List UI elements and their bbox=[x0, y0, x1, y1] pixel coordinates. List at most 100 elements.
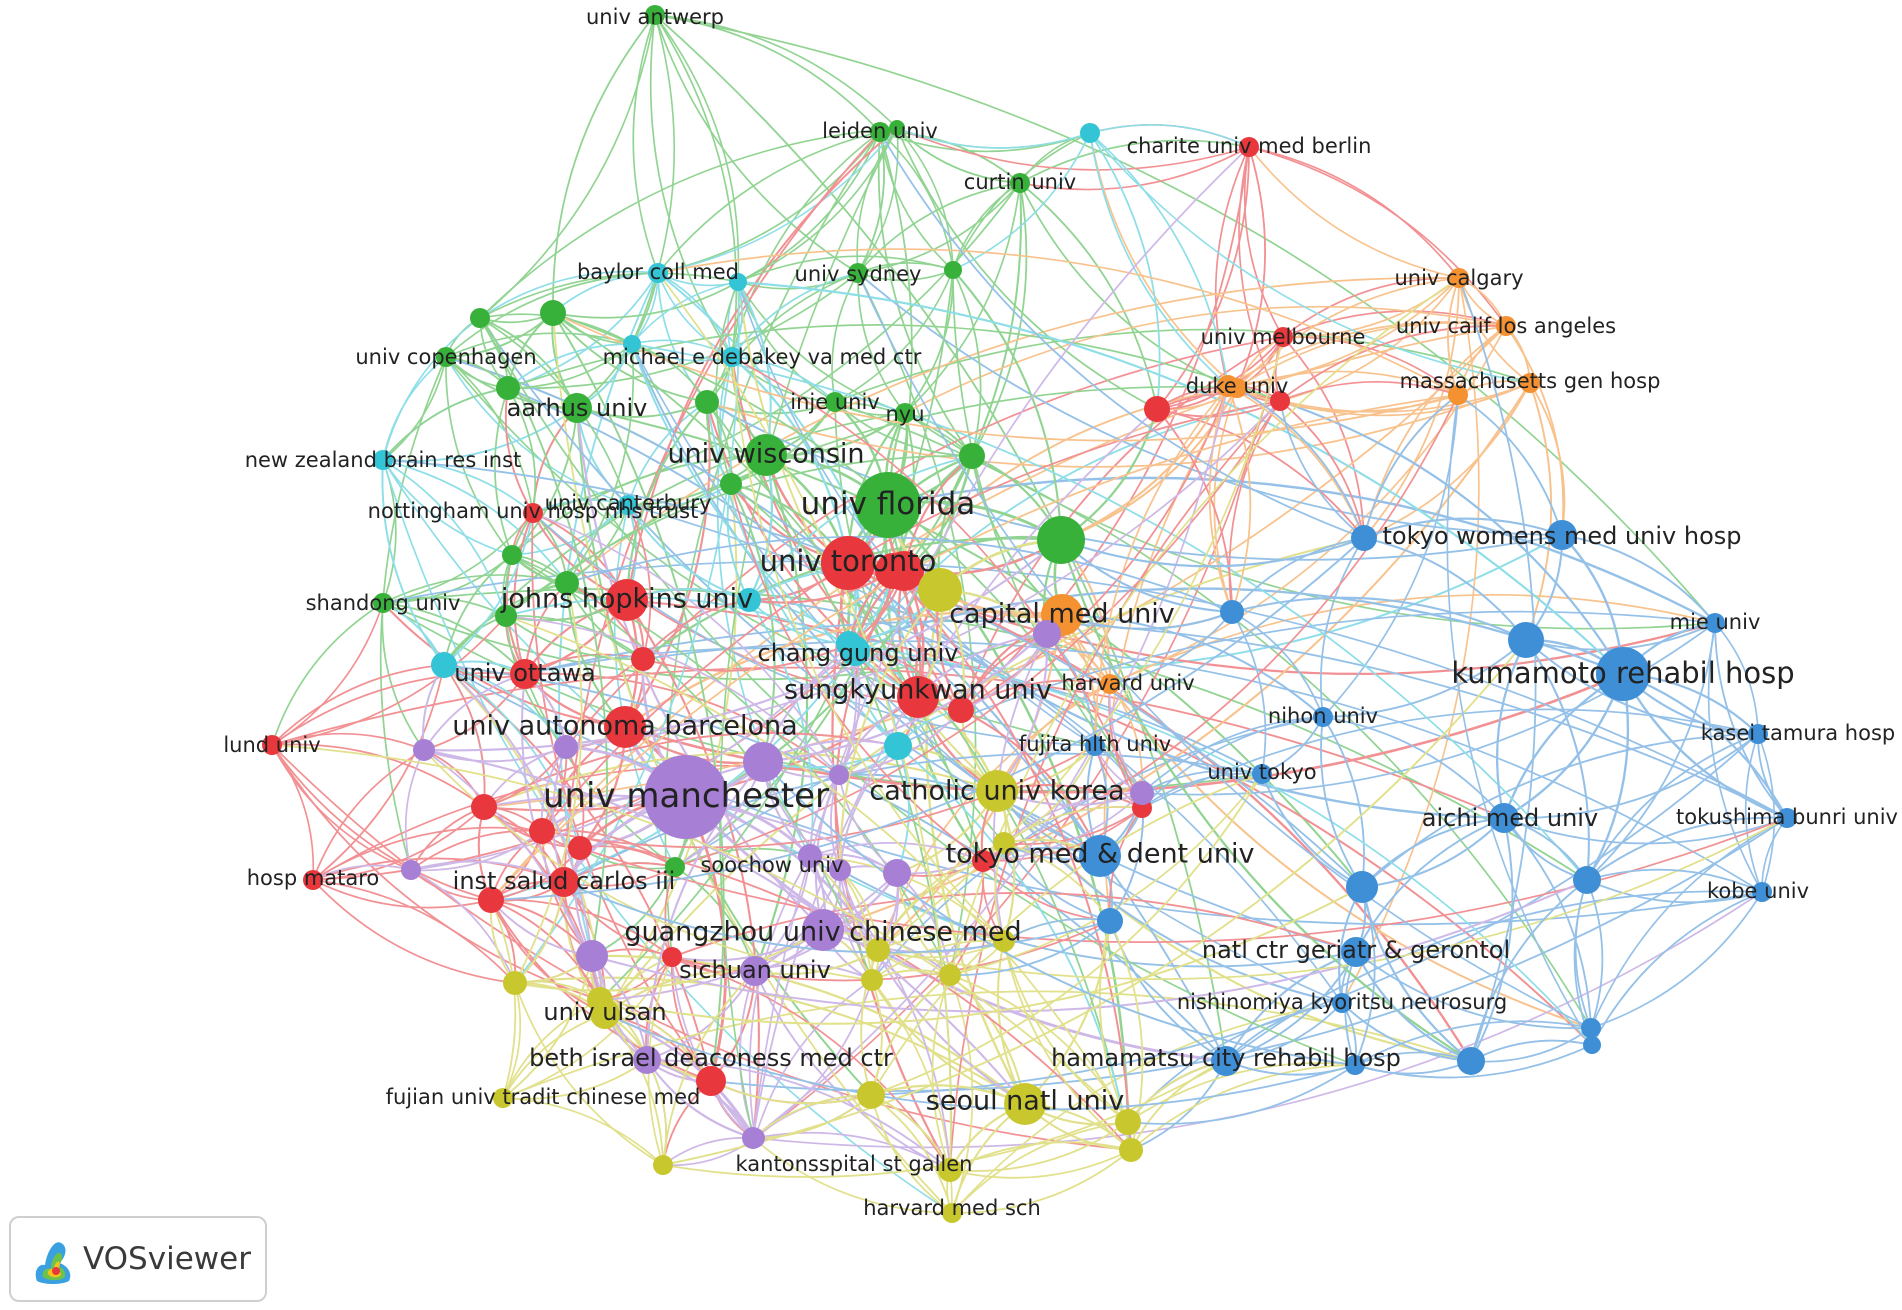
network-node-unlabeled[interactable] bbox=[470, 308, 490, 328]
network-node[interactable] bbox=[1211, 1046, 1241, 1076]
network-node-unlabeled[interactable] bbox=[861, 969, 883, 991]
network-node[interactable] bbox=[1239, 137, 1259, 157]
network-node-unlabeled[interactable] bbox=[743, 742, 783, 782]
node-label[interactable]: shandong univ bbox=[306, 591, 461, 615]
node-label[interactable]: johns hopkins univ bbox=[500, 584, 753, 615]
node-label[interactable]: univ sydney bbox=[795, 262, 922, 286]
node-label[interactable]: univ florida bbox=[801, 486, 976, 522]
node-label[interactable]: tokushima bunri univ bbox=[1676, 805, 1898, 829]
network-node[interactable] bbox=[740, 956, 770, 986]
network-node-unlabeled[interactable] bbox=[959, 443, 985, 469]
network-node-unlabeled[interactable] bbox=[503, 971, 527, 995]
network-node[interactable] bbox=[1085, 736, 1105, 756]
network-node[interactable] bbox=[665, 857, 685, 877]
node-label[interactable]: tokyo med & dent univ bbox=[946, 839, 1255, 870]
network-node-unlabeled[interactable] bbox=[918, 568, 962, 612]
network-node-unlabeled[interactable] bbox=[653, 1155, 673, 1175]
network-node-unlabeled[interactable] bbox=[1220, 600, 1244, 624]
network-node-unlabeled[interactable] bbox=[502, 545, 522, 565]
network-node-unlabeled[interactable] bbox=[737, 588, 761, 612]
network-node-unlabeled[interactable] bbox=[1037, 516, 1085, 564]
network-node-unlabeled[interactable] bbox=[1351, 525, 1377, 551]
node-label[interactable]: univ calif los angeles bbox=[1396, 314, 1616, 338]
node-label[interactable]: tokyo womens med univ hosp bbox=[1382, 522, 1741, 550]
network-node-unlabeled[interactable] bbox=[829, 859, 851, 881]
network-node-unlabeled[interactable] bbox=[1508, 622, 1544, 658]
network-node-unlabeled[interactable] bbox=[1130, 781, 1154, 805]
network-node-unlabeled[interactable] bbox=[555, 571, 579, 595]
node-label[interactable]: curtin univ bbox=[964, 170, 1076, 194]
node-label[interactable]: catholic univ korea bbox=[869, 776, 1124, 807]
network-node[interactable] bbox=[1520, 373, 1540, 393]
network-node[interactable] bbox=[897, 676, 939, 718]
node-label[interactable]: univ autonoma barcelona bbox=[452, 711, 797, 742]
network-node-unlabeled[interactable] bbox=[662, 947, 682, 967]
network-node-unlabeled[interactable] bbox=[633, 1046, 661, 1074]
node-label[interactable]: univ toronto bbox=[760, 544, 937, 578]
node-label[interactable]: natl ctr geriatr & gerontol bbox=[1202, 936, 1510, 964]
network-node[interactable] bbox=[606, 579, 648, 621]
network-node-unlabeled[interactable] bbox=[889, 120, 905, 136]
network-node[interactable] bbox=[1449, 268, 1469, 288]
network-node-unlabeled[interactable] bbox=[431, 652, 457, 678]
network-node[interactable] bbox=[303, 870, 323, 890]
network-node-unlabeled[interactable] bbox=[1346, 871, 1378, 903]
node-label[interactable]: nihon univ bbox=[1268, 704, 1378, 728]
network-node-unlabeled[interactable] bbox=[884, 551, 924, 591]
node-label[interactable]: leiden univ bbox=[822, 119, 938, 143]
network-node-unlabeled[interactable] bbox=[836, 631, 862, 657]
network-node[interactable] bbox=[436, 347, 456, 367]
network-node[interactable] bbox=[373, 450, 393, 470]
network-node[interactable] bbox=[645, 5, 665, 25]
node-label[interactable]: nyu bbox=[885, 402, 924, 426]
node-label[interactable]: harvard univ bbox=[1061, 671, 1194, 695]
network-node[interactable] bbox=[870, 122, 890, 142]
network-node[interactable] bbox=[1777, 808, 1797, 828]
network-node-unlabeled[interactable] bbox=[1080, 123, 1100, 143]
node-label[interactable]: michael e debakey va med ctr bbox=[603, 345, 922, 369]
network-node-unlabeled[interactable] bbox=[1583, 1036, 1601, 1054]
node-label[interactable]: univ manchester bbox=[543, 776, 829, 816]
network-node-unlabeled[interactable] bbox=[972, 850, 994, 872]
node-label[interactable]: kumamoto rehabil hosp bbox=[1451, 656, 1794, 690]
network-node[interactable] bbox=[510, 659, 540, 689]
network-node[interactable] bbox=[1100, 674, 1120, 694]
network-node[interactable] bbox=[855, 472, 921, 538]
network-node[interactable] bbox=[1341, 937, 1371, 967]
network-node[interactable] bbox=[1273, 327, 1293, 347]
network-node[interactable] bbox=[562, 393, 592, 423]
network-node-unlabeled[interactable] bbox=[729, 273, 747, 291]
network-node-unlabeled[interactable] bbox=[587, 987, 613, 1013]
node-label[interactable]: sungkyunkwan univ bbox=[784, 675, 1052, 706]
node-label[interactable]: nottingham univ hosp nhs trust bbox=[368, 499, 699, 523]
network-node[interactable] bbox=[1489, 803, 1519, 833]
node-label[interactable]: univ ulsan bbox=[543, 998, 666, 1026]
network-node[interactable] bbox=[942, 1203, 962, 1223]
network-node-unlabeled[interactable] bbox=[631, 647, 655, 671]
network-node[interactable] bbox=[1004, 1083, 1046, 1125]
node-label[interactable]: mie univ bbox=[1670, 610, 1761, 634]
network-node-unlabeled[interactable] bbox=[1581, 1018, 1601, 1038]
node-label[interactable]: beth israel deaconess med ctr bbox=[529, 1044, 893, 1072]
node-label[interactable]: aichi med univ bbox=[1422, 804, 1598, 832]
network-node[interactable] bbox=[1748, 724, 1768, 744]
node-label[interactable]: aarhus univ bbox=[507, 394, 648, 422]
node-label[interactable]: kobe univ bbox=[1707, 879, 1809, 903]
node-label[interactable]: univ canterbury bbox=[545, 491, 712, 515]
network-node-unlabeled[interactable] bbox=[1033, 620, 1061, 648]
network-node[interactable] bbox=[1752, 882, 1772, 902]
vosviewer-badge[interactable]: VOSviewer bbox=[9, 1216, 267, 1302]
network-node-unlabeled[interactable] bbox=[495, 605, 517, 627]
node-label[interactable]: univ antwerp bbox=[586, 5, 724, 29]
node-label[interactable]: univ ottawa bbox=[454, 659, 595, 687]
network-node[interactable] bbox=[696, 1066, 726, 1096]
network-node-unlabeled[interactable] bbox=[568, 836, 592, 860]
network-node[interactable] bbox=[262, 735, 282, 755]
node-label[interactable]: univ calgary bbox=[1394, 266, 1523, 290]
node-label[interactable]: duke univ bbox=[1186, 374, 1289, 398]
network-node[interactable] bbox=[373, 593, 393, 613]
node-label[interactable]: kasei tamura hosp bbox=[1701, 721, 1896, 745]
network-node[interactable] bbox=[848, 263, 868, 283]
network-node[interactable] bbox=[523, 503, 543, 523]
network-node-unlabeled[interactable] bbox=[478, 887, 504, 913]
